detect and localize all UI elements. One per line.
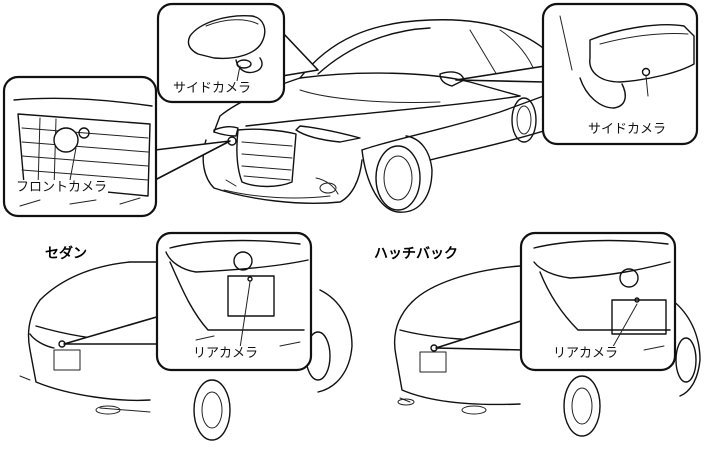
- hatchback-rear-camera-label: リアカメラ: [552, 346, 620, 362]
- sedan-rear-camera-pointer: [63, 315, 161, 345]
- front-camera-pointer: [154, 140, 231, 181]
- side-camera-right-label: サイドカメラ: [587, 122, 668, 138]
- side-camera-left-pointer: [281, 32, 319, 77]
- sedan-rear-camera-inset: [155, 231, 313, 372]
- side-camera-right-pointer: [455, 65, 546, 83]
- side-camera-right-inset: [541, 2, 699, 146]
- sedan-rear-camera-label: リアカメラ: [192, 346, 260, 362]
- hatchback-heading: ハッチバック: [374, 246, 458, 262]
- sedan-heading: セダン: [45, 246, 87, 262]
- hatchback-rear-camera-inset: [519, 231, 677, 372]
- sedan-rear-illustration: [19, 261, 353, 441]
- front-car-illustration: [202, 19, 589, 213]
- front-camera-label: フロントカメラ: [15, 180, 109, 196]
- side-camera-left-label: サイドカメラ: [172, 81, 253, 97]
- hatchback-rear-camera-pointer: [435, 319, 525, 351]
- side-camera-left-inset: [156, 2, 286, 104]
